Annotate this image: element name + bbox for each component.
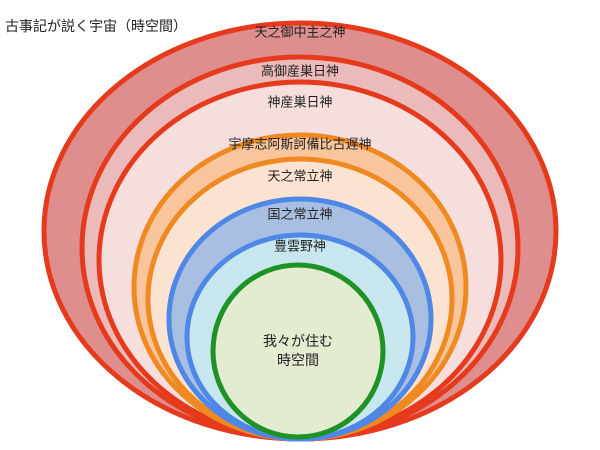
center-circle [210,262,386,440]
ring-label-5: 天之常立神 [267,170,332,185]
center-label-line-1: 我々が住む [263,334,333,350]
ring-label-4: 宇摩志阿斯訶備比古遅神 [228,137,371,153]
ring-label-7: 豊雲野神 [274,240,326,255]
ring-label-1: 天之御中主之神 [254,26,345,41]
ring-label-2: 高御産巣日神 [261,64,339,80]
ring-label-6: 国之常立神 [267,208,332,223]
diagram-title: 古事記が説く宇宙（時空間） [5,19,187,35]
center-label-line-2: 時空間 [277,353,319,369]
ring-label-3: 神産巣日神 [267,95,332,111]
